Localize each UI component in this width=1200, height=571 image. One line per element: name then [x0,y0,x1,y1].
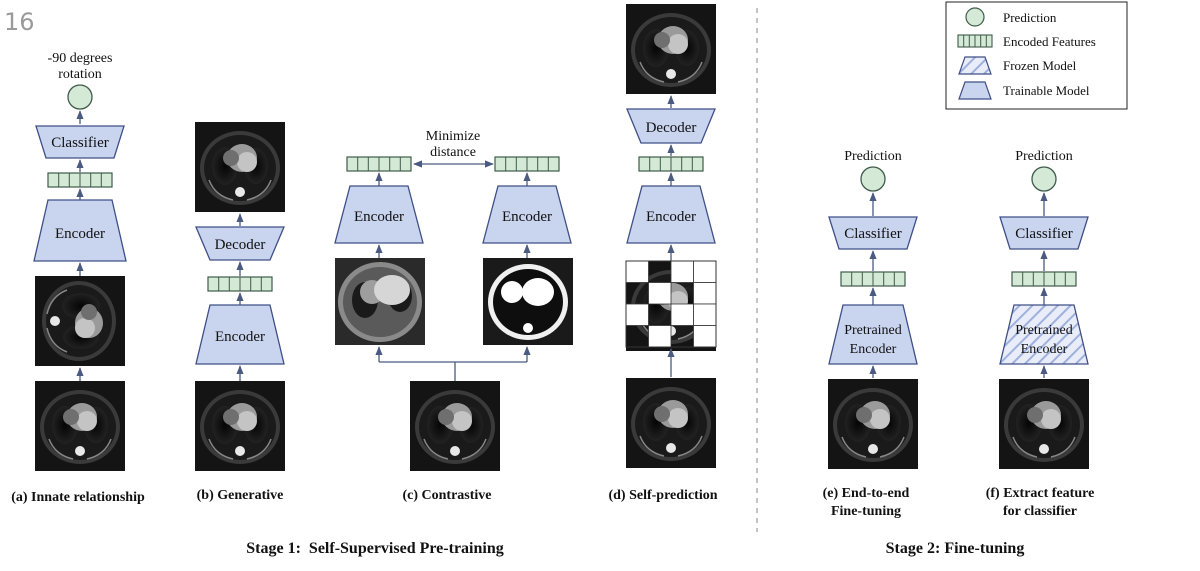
decoder-block [626,108,716,144]
minimize-distance-line1: Minimize [426,129,480,144]
panel-extract-feature: Prediction Classifier Pretrained Encoder… [986,149,1095,519]
caption-e-line2: Fine-tuning [831,504,901,519]
stage1-title: Stage 1: Self-Supervised Pre-training [246,540,503,557]
input-ct-image [409,380,501,472]
legend-trainable-model-label: Trainable Model [1003,83,1090,98]
panel-contrastive: Minimize distance Encoder Encoder [334,129,573,503]
encoded-features-bar [1011,271,1077,287]
classifier-label: Classifier [51,135,109,151]
encoder-right-block [482,185,572,244]
panel-self-prediction: Decoder Encoder (d) Self [608,3,718,503]
encoder-block [33,199,127,262]
page-number: 16 [4,8,35,36]
pretrained-encoder-block [828,304,918,365]
encoded-features-bar [840,271,906,287]
legend-frozen-model-icon [958,56,992,75]
legend-encoded-features-label: Encoded Features [1003,34,1096,49]
caption-c: (c) Contrastive [402,488,491,503]
encoded-features-bar [638,156,704,172]
legend-trainable-model-icon [958,81,992,100]
legend-encoded-features-icon [957,34,993,48]
augmented-ct-view-1 [335,258,425,345]
encoder-right-label: Encoder [502,209,552,225]
classifier-block [999,216,1089,250]
prediction-node [67,84,93,110]
encoder-label: Encoder [215,329,265,345]
prediction-node [860,166,886,192]
caption-e-line1: (e) End-to-end [823,486,910,501]
legend-prediction-icon [965,7,985,27]
panel-innate-relationship: -90 degrees rotation Classifier Encoder … [11,51,145,505]
pretrained-encoder-label-line1: Pretrained [1015,323,1073,338]
predicted-ct-image [625,3,717,95]
input-ct-image [194,380,286,472]
prediction-label: Prediction [1015,149,1073,164]
input-ct-image [827,378,919,470]
encoder-label: Encoder [55,226,105,242]
decoder-block [195,226,285,261]
panel-end-to-end-fine-tuning: Prediction Classifier Pretrained Encoder… [823,149,919,519]
rotated-ct-image [34,275,126,367]
encoder-block [626,185,716,244]
input-ct-image [625,377,717,469]
encoded-features-left [346,156,412,172]
masked-ct-image [625,260,717,352]
minimize-distance-line2: distance [430,145,476,160]
input-ct-image [34,380,126,472]
pretrained-encoder-label-line2: Encoder [1021,342,1068,357]
encoder-label: Encoder [646,209,696,225]
classifier-block [35,125,125,159]
frozen-pretrained-encoder-block [999,304,1089,365]
rotation-label-line1: -90 degrees [48,51,113,66]
encoder-left-label: Encoder [354,209,404,225]
decoder-label: Decoder [215,237,266,253]
classifier-label: Classifier [844,226,902,242]
encoder-block [195,304,285,365]
caption-f-line1: (f) Extract feature [986,486,1095,501]
pretrained-encoder-label-line1: Pretrained [844,323,902,338]
rotation-label-line2: rotation [58,67,102,82]
augmented-ct-view-2 [483,258,573,345]
caption-d: (d) Self-prediction [608,488,717,503]
reconstructed-ct-image [194,121,286,213]
prediction-label: Prediction [844,149,902,164]
pretrained-encoder-label-line2: Encoder [850,342,897,357]
classifier-block [828,216,918,250]
caption-f-line2: for classifier [1003,504,1077,519]
stage2-title: Stage 2: Fine-tuning [886,540,1025,557]
encoder-left-block [334,185,424,244]
legend-frozen-model-label: Frozen Model [1003,58,1077,73]
legend: Prediction Encoded Features Frozen Model… [945,1,1128,110]
input-ct-image [998,378,1090,470]
caption-a: (a) Innate relationship [11,490,145,505]
encoded-features-bar [47,172,113,188]
encoded-features-right [494,156,560,172]
legend-prediction-label: Prediction [1003,10,1057,25]
decoder-label: Decoder [646,120,697,136]
encoded-features-bar [207,276,273,292]
caption-b: (b) Generative [197,488,284,503]
classifier-label: Classifier [1015,226,1073,242]
prediction-node [1031,166,1057,192]
panel-generative: Decoder Encoder (b) Generative [194,121,286,503]
